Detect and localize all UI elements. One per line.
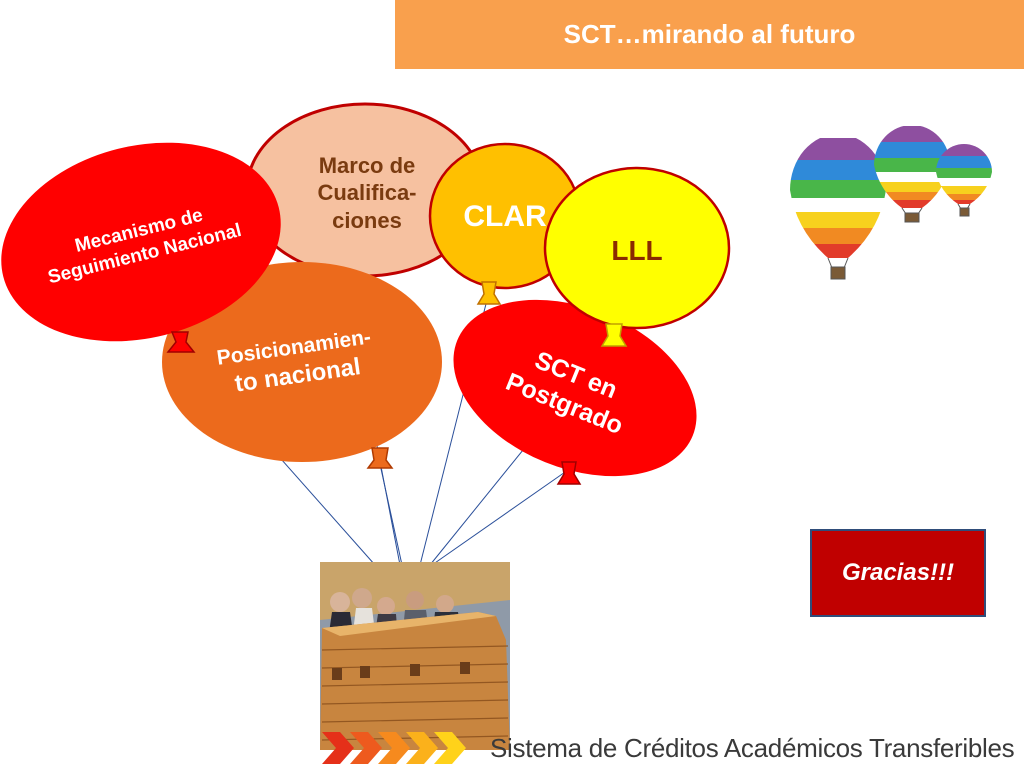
chevron-arrow-icon-3: [378, 732, 410, 764]
chevron-arrow-icon-1: [322, 732, 354, 764]
balloon-posicionamiento-shape: [162, 262, 442, 462]
balloon-lll-label: LLL: [611, 234, 663, 266]
thanks-label: Gracias!!!: [841, 559, 955, 586]
string-sct-postgrado: [431, 469, 569, 566]
footer-chevrons: [322, 732, 466, 764]
footer-text: Sistema de Créditos Académicos Transferi…: [490, 733, 1015, 763]
slide-title: SCT…mirando al futuro: [563, 19, 856, 49]
chevron-arrow-icon-2: [350, 732, 382, 764]
header-bar: SCT…mirando al futuro: [395, 0, 1024, 69]
balloon-clar-knot: [476, 281, 502, 305]
balloon-posicionamiento-knot: [366, 447, 394, 469]
hot-air-balloon-baskets: [827, 203, 971, 280]
balloon-mecanismo-shape: [1, 142, 281, 342]
string-posicionamiento: [377, 454, 403, 566]
hot-air-balloon-icon: [790, 138, 886, 258]
balloon-lll-knot: [600, 323, 628, 347]
balloon-clar-label: CLAR: [463, 200, 547, 234]
balloon-sct-postgrado-knot: [556, 461, 582, 485]
chevron-arrow-icon-4: [406, 732, 438, 764]
balloon-lll-shape: [543, 166, 731, 330]
balloon-sct-postgrado-shape: [453, 299, 697, 477]
balloon-basket-image: [320, 562, 510, 750]
balloon-mecanismo-knot: [166, 331, 196, 353]
chevron-arrow-icon-5: [434, 732, 466, 764]
thanks-box: Gracias!!!: [810, 529, 986, 617]
